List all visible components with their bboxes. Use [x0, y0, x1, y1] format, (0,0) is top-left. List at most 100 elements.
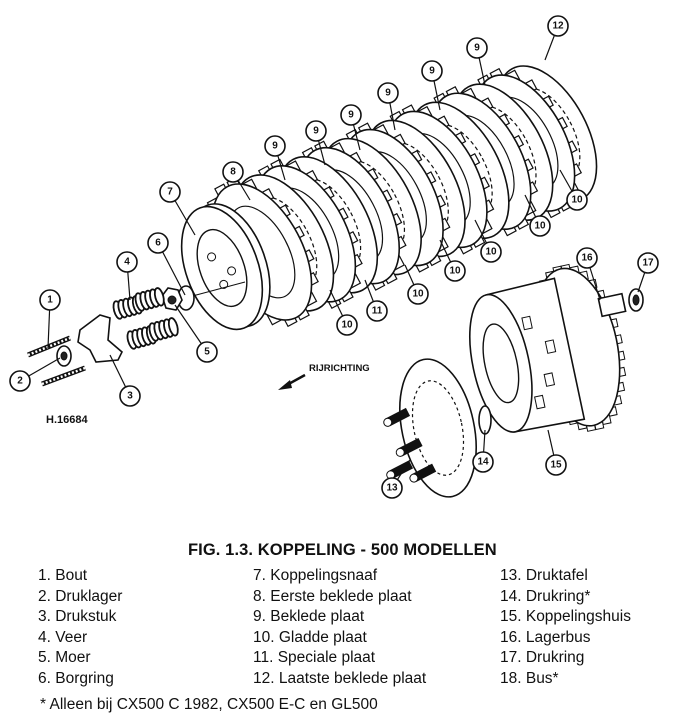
- callout-circle: [159, 181, 181, 203]
- callout-number: 9: [272, 141, 278, 152]
- callout-9: 9: [340, 104, 362, 126]
- callout-circle: [576, 247, 598, 269]
- callout-circle: [119, 385, 141, 407]
- callout-circle: [529, 215, 551, 237]
- callout-number: 10: [412, 289, 424, 300]
- spring: [148, 317, 179, 342]
- callout-circle: [196, 341, 218, 363]
- callout-number: 2: [17, 376, 23, 387]
- callout-circle: [472, 451, 494, 473]
- callout-2: 2: [9, 370, 31, 392]
- callout-number: 16: [581, 253, 593, 264]
- callout-9: 9: [421, 60, 443, 82]
- callout-11: 11: [366, 300, 388, 322]
- housing-slot: [521, 315, 533, 331]
- legend-item: 7. Koppelingsnaaf: [253, 567, 378, 584]
- callout-5: 5: [196, 341, 218, 363]
- nut: [161, 287, 183, 311]
- callout-circle: [366, 300, 388, 322]
- housing-slot: [534, 394, 546, 410]
- hub-hole: [227, 266, 237, 276]
- callout-10: 10: [529, 215, 551, 237]
- pressure-plate: [383, 358, 477, 498]
- callout-12: 12: [547, 15, 569, 37]
- callout-9: 9: [264, 135, 286, 157]
- legend-item: 1. Bout: [38, 567, 88, 584]
- callout-circle: [566, 189, 588, 211]
- legend-column-2: 7. Koppelingsnaaf 8. Eerste beklede plaa…: [253, 566, 426, 689]
- callout-circle: [545, 454, 567, 476]
- callout-circle: [340, 104, 362, 126]
- callout-13: 13: [381, 477, 403, 499]
- callout-number: 11: [372, 306, 383, 317]
- callout-number: 13: [386, 483, 398, 494]
- callout-4: 4: [116, 251, 138, 273]
- callout-10: 10: [444, 260, 466, 282]
- legend-item: 2. Druklager: [38, 587, 123, 605]
- callout-10: 10: [480, 241, 502, 263]
- legend-item: 11. Speciale plaat: [253, 649, 376, 666]
- callout-number: 15: [550, 460, 562, 471]
- callout-9: 9: [466, 37, 488, 59]
- legend-item: 16. Lagerbus: [500, 628, 591, 646]
- callout-circle: [637, 252, 659, 274]
- callout-15: 15: [545, 454, 567, 476]
- callout-number: 10: [571, 195, 583, 206]
- callout-14: 14: [472, 451, 494, 473]
- pressure-piece: [77, 314, 123, 363]
- legend-item: 12. Laatste beklede plaat: [253, 669, 427, 687]
- callout-circle: [407, 283, 429, 305]
- figure-title: FIG. 1.3. KOPPELING - 500 MODELLEN: [188, 541, 497, 559]
- legend-item: 13. Druktafel: [500, 567, 588, 584]
- callout-number: 6: [155, 238, 161, 249]
- callout-number: 12: [552, 21, 564, 32]
- direction-arrow: [278, 373, 306, 390]
- callout-circle: [444, 260, 466, 282]
- callout-number: 4: [124, 257, 130, 268]
- legend-item: 10. Gladde plaat: [253, 628, 367, 646]
- callout-number: 14: [477, 457, 489, 468]
- callout-number: 17: [642, 258, 654, 269]
- callout-circle: [421, 60, 443, 82]
- legend-item: 6. Borgring: [38, 669, 114, 687]
- callout-3: 3: [119, 385, 141, 407]
- callout-number: 7: [167, 187, 173, 198]
- callout-number: 9: [429, 66, 435, 77]
- callout-number: 8: [230, 167, 236, 178]
- pressure-ring: [478, 405, 492, 435]
- callout-circle: [377, 82, 399, 104]
- callout-8: 8: [222, 161, 244, 183]
- callout-circle: [116, 251, 138, 273]
- callout-circle: [147, 232, 169, 254]
- callout-number: 1: [47, 295, 53, 306]
- callout-circle: [336, 314, 358, 336]
- clutch-hub: [180, 203, 271, 331]
- callout-number: 9: [385, 88, 391, 99]
- drawing-code: H.16684: [46, 414, 88, 426]
- clutch-housing: [469, 263, 627, 433]
- parts: [27, 65, 644, 498]
- callout-7: 7: [159, 181, 181, 203]
- legend-item: 15. Koppelingshuis: [500, 608, 631, 625]
- callout-number: 9: [313, 126, 319, 137]
- legend-item: 18. Bus*: [500, 669, 559, 687]
- callout-circle: [480, 241, 502, 263]
- callout-number: 9: [474, 43, 480, 54]
- callout-number: 10: [341, 320, 353, 331]
- bushing: [597, 292, 627, 318]
- callout-9: 9: [377, 82, 399, 104]
- callout-number: 10: [534, 221, 546, 232]
- legend-item: 9. Beklede plaat: [253, 608, 365, 625]
- shaft: [184, 281, 246, 299]
- legend-item: 17. Drukring: [500, 649, 585, 666]
- callout-circle: [381, 477, 403, 499]
- callout-number: 3: [127, 391, 133, 402]
- housing-slot: [544, 339, 557, 354]
- housing-slot: [543, 372, 556, 387]
- callout-9: 9: [305, 120, 327, 142]
- legend-item: 4. Veer: [38, 628, 88, 646]
- callout-10: 10: [407, 283, 429, 305]
- bolt: [41, 365, 86, 387]
